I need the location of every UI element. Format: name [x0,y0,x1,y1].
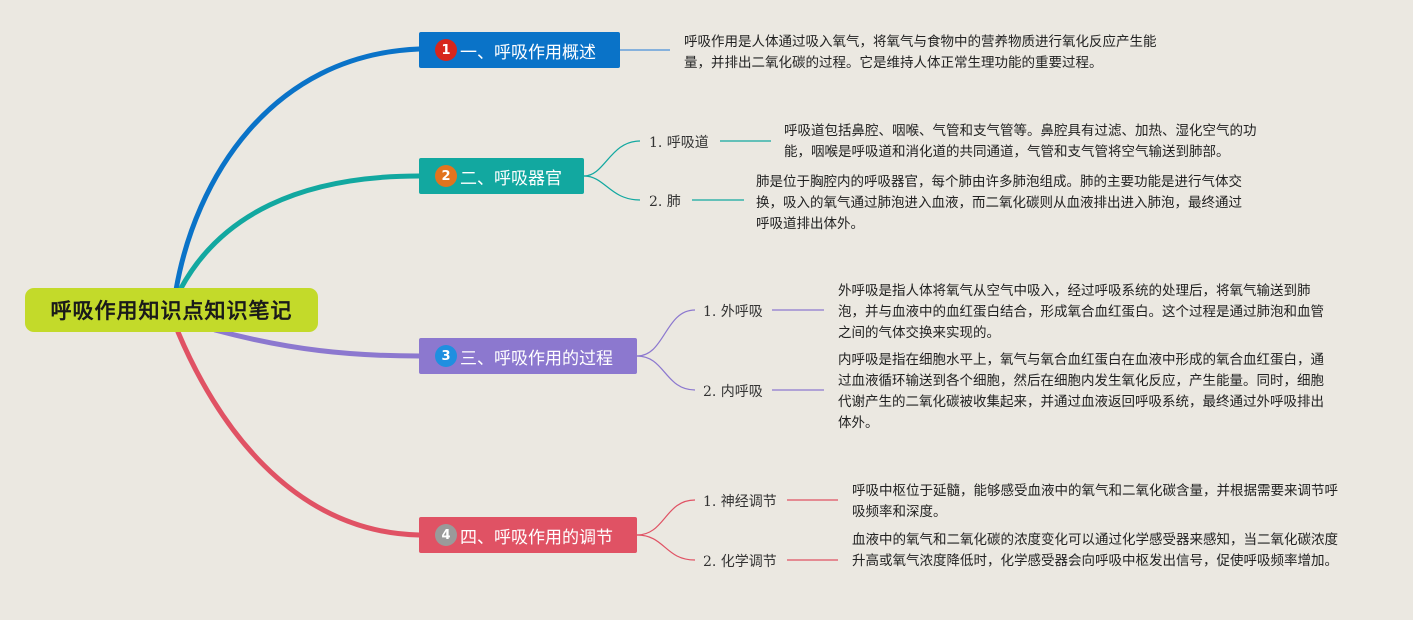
root-to-branch-4-line [175,329,422,538]
branch-4-topic[interactable]: 4 四、呼吸作用的调节 [419,517,637,553]
badge-2-icon: 2 [435,165,457,187]
branch-4-subtopic-2-description: 血液中的氧气和二氧化碳的浓度变化可以通过化学感受器来感知，当二氧化碳浓度升高或氧… [852,532,1338,569]
branch-3-subtopic-2[interactable]: 2. 内呼吸 [703,384,763,400]
branch-3-subtopic-1[interactable]: 1. 外呼吸 [703,304,763,320]
branch-4-sub-1-curve [636,499,696,536]
branch-2-label: 二、呼吸器官 [460,168,562,189]
branch-3-subtopic-2-description: 内呼吸是指在细胞水平上，氧气与氧合血红蛋白在血液中形成的氧合血红蛋白，通过血液循… [838,352,1324,431]
root-to-branch-1-line [173,46,422,293]
branch-4-label: 四、呼吸作用的调节 [460,527,613,548]
branch-4-subtopic-2[interactable]: 2. 化学调节 [703,554,777,570]
branch-1-topic[interactable]: 1 一、呼吸作用概述 [419,32,620,68]
branch-3-sub-1-curve [636,309,696,357]
branch-4-subtopic-1[interactable]: 1. 神经调节 [703,494,777,510]
branch-2-topic[interactable]: 2 二、呼吸器官 [419,158,584,194]
branch-4-sub-2-curve [636,534,696,561]
branch-1-description: 呼吸作用是人体通过吸入氧气，将氧气与食物中的营养物质进行氧化反应产生能量，并排出… [684,34,1157,71]
branch-3-label: 三、呼吸作用的过程 [460,348,613,369]
branch-2-subtopic-2[interactable]: 2. 肺 [649,194,681,210]
badge-4-icon: 4 [435,524,457,546]
badge-3-icon: 3 [435,345,457,367]
branch-2-sub-1-curve [583,140,641,177]
branch-4-subtopic-1-description: 呼吸中枢位于延髓，能够感受血液中的氧气和二氧化碳含量，并根据需要来调节呼吸频率和… [852,483,1338,520]
branch-1-label: 一、呼吸作用概述 [460,42,596,63]
root-to-branch-3-line [212,327,422,359]
badge-1-icon: 1 [435,39,457,61]
root-topic[interactable]: 呼吸作用知识点知识笔记 [25,288,318,332]
branch-2-sub-2-curve [583,175,641,201]
branch-2-subtopic-1-description: 呼吸道包括鼻腔、咽喉、气管和支气管等。鼻腔具有过滤、加热、湿化空气的功能，咽喉是… [784,123,1257,160]
branch-3-sub-2-curve [636,355,696,391]
branch-2-subtopic-1[interactable]: 1. 呼吸道 [649,135,709,151]
root-to-branch-2-line [177,173,422,293]
branch-3-subtopic-1-description: 外呼吸是指人体将氧气从空气中吸入，经过呼吸系统的处理后，将氧气输送到肺泡，并与血… [838,283,1324,341]
branch-2-subtopic-2-description: 肺是位于胸腔内的呼吸器官，每个肺由许多肺泡组成。肺的主要功能是进行气体交换，吸入… [756,174,1242,232]
branch-3-topic[interactable]: 3 三、呼吸作用的过程 [419,338,637,374]
